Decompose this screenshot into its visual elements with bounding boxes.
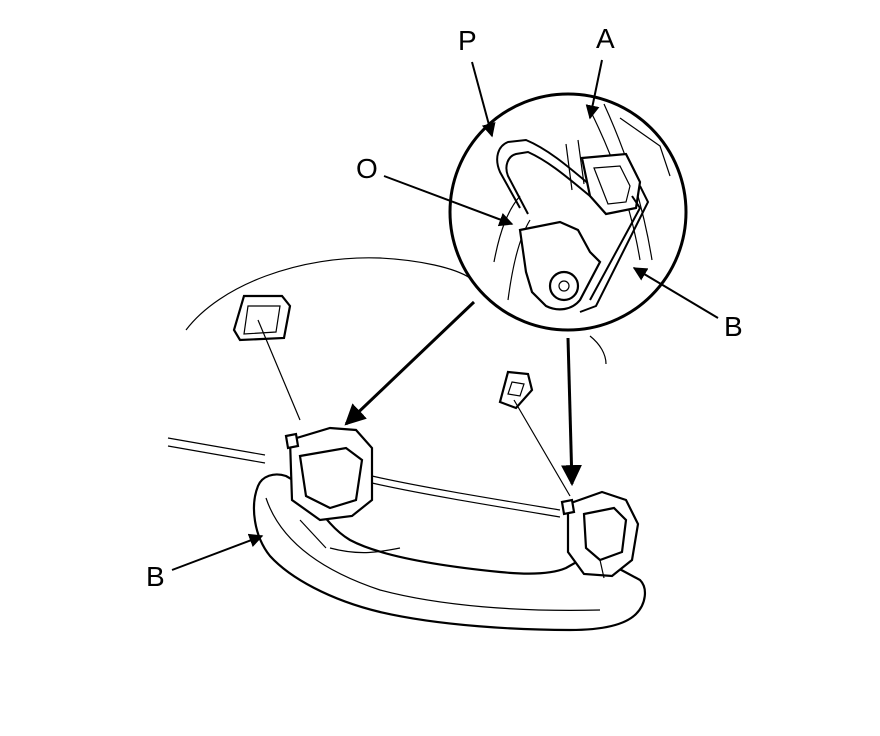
leader-b-detail <box>632 267 719 319</box>
leader-a <box>585 59 603 120</box>
callout-label-b-handle: B <box>146 561 165 592</box>
installation-arrows <box>344 300 582 487</box>
callout-leaders <box>171 59 719 571</box>
headliner-contours <box>167 257 607 518</box>
callout-label-p: P <box>458 25 477 56</box>
roof-clip-hole-left <box>232 294 301 421</box>
roof-clip-hole-right <box>498 370 571 497</box>
install-arrow-left <box>344 300 476 426</box>
callout-label-b-detail: B <box>724 311 743 342</box>
leader-b-handle <box>171 533 264 571</box>
callout-label-o: O <box>356 153 378 184</box>
callout-label-a: A <box>596 23 615 54</box>
detail-internal-structure <box>493 103 671 313</box>
grab-handle <box>252 426 646 632</box>
detail-view <box>448 92 688 332</box>
leader-p <box>471 61 496 138</box>
install-arrow-right <box>560 337 582 487</box>
leader-o <box>383 175 514 227</box>
